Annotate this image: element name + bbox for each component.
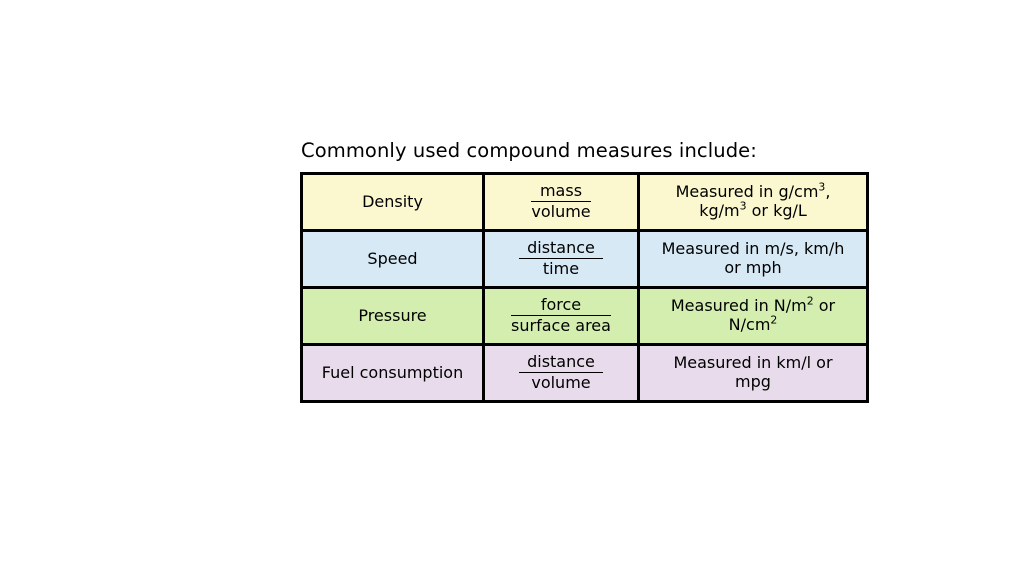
units-text: Measured in g/cm [675,182,819,202]
units-text: mpg [735,372,771,391]
table-row: Density mass volume Measured in g/cm3, k… [300,172,869,232]
fraction-numerator: mass [531,181,591,203]
fraction-numerator: force [511,295,611,317]
measure-formula-cell: mass volume [482,172,640,232]
measure-name-cell: Speed [300,229,485,289]
units-line-2: mpg [735,372,771,391]
units-line-2: or mph [724,258,781,277]
units-line-1: Measured in m/s, km/h [662,239,845,258]
units-superscript: 3 [818,180,826,194]
fraction-denominator: volume [531,202,591,222]
fraction: mass volume [531,181,591,222]
units-text-tail: or kg/L [746,201,807,220]
fraction-numerator: distance [519,352,603,374]
fraction-denominator: surface area [511,316,611,336]
units-line-1: Measured in N/m2 or [671,296,835,315]
measure-units-cell: Measured in m/s, km/h or mph [637,229,869,289]
measure-formula-cell: distance time [482,229,640,289]
units-text: or mph [724,258,782,277]
units-text: Measured in N/m [670,296,807,316]
units-line-2: kg/m3 or kg/L [699,201,807,220]
fraction: distance volume [519,352,603,393]
units-line-2: N/cm2 [729,315,778,334]
measure-units-cell: Measured in g/cm3, kg/m3 or kg/L [637,172,869,232]
measure-formula-cell: distance volume [482,343,640,403]
units-text: Measured in m/s, km/h [661,239,845,259]
units-superscript: 2 [770,313,778,327]
units-line-1: Measured in g/cm3, [676,182,831,201]
units-text: kg/m [699,201,740,220]
table-row: Pressure force surface area Measured in … [300,286,869,346]
table-row: Fuel consumption distance volume Measure… [300,343,869,403]
measure-units-cell: Measured in N/m2 or N/cm2 [637,286,869,346]
units-text: N/cm [728,315,771,334]
measure-name-cell: Density [300,172,485,232]
units-superscript: 3 [739,199,747,213]
units-text-tail: , [825,182,831,202]
measure-name-cell: Pressure [300,286,485,346]
measure-units-cell: Measured in km/l or mpg [637,343,869,403]
page-title: Commonly used compound measures include: [301,139,757,162]
fraction: distance time [519,238,603,279]
measure-formula-cell: force surface area [482,286,640,346]
units-text: Measured in km/l or [673,353,833,373]
measure-name-cell: Fuel consumption [300,343,485,403]
units-text-tail: or [813,296,836,316]
fraction-denominator: time [542,259,580,279]
units-line-1: Measured in km/l or [673,353,832,372]
fraction-denominator: volume [531,373,591,393]
fraction-numerator: distance [519,238,603,260]
fraction: force surface area [511,295,611,336]
units-superscript: 2 [806,294,814,308]
table-row: Speed distance time Measured in m/s, km/… [300,229,869,289]
compound-measures-table: Density mass volume Measured in g/cm3, k… [300,172,869,403]
